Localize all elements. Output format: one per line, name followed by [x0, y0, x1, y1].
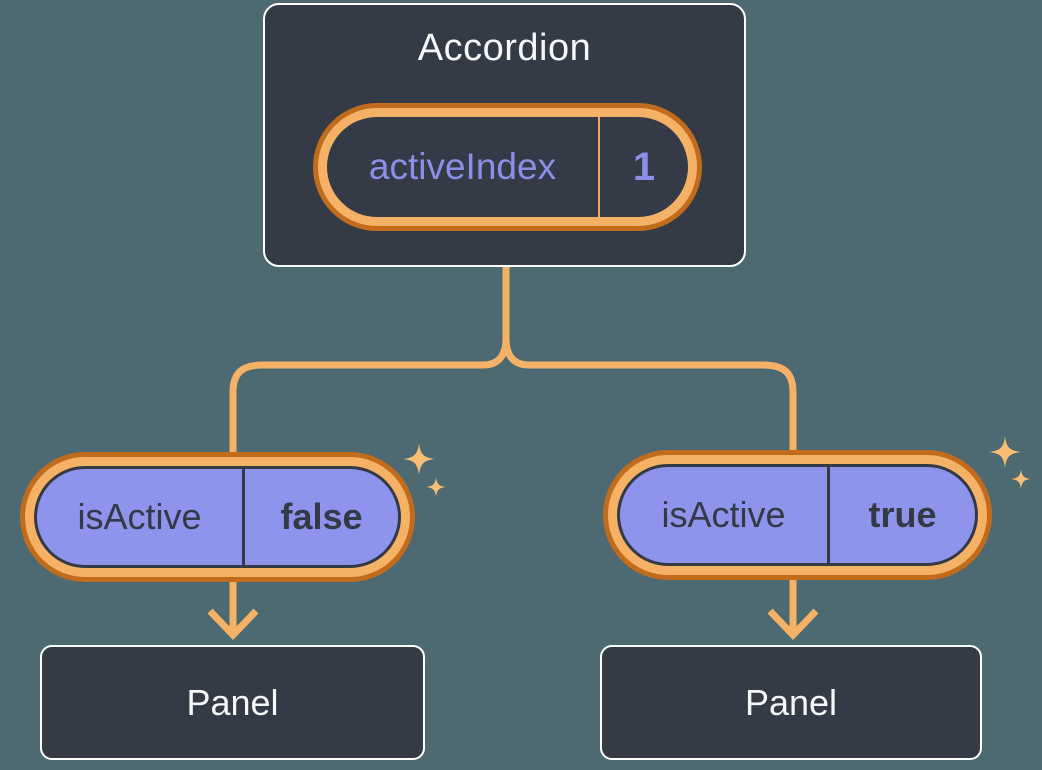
sparkle-icon [403, 443, 435, 475]
panel-node-left: Panel [40, 645, 425, 760]
prop-name: isActive [661, 494, 786, 535]
panel-label: Panel [744, 681, 838, 723]
active-index-state-pill: activeIndex 1 [313, 103, 702, 231]
sparkle-icon [426, 477, 446, 497]
state-prop-name: activeIndex [368, 146, 557, 187]
pill-divider [242, 469, 245, 565]
pill-divider [827, 467, 830, 563]
panel-node-right: Panel [600, 645, 982, 760]
prop-name: isActive [77, 496, 202, 537]
state-prop-value: 1 [632, 144, 656, 189]
connector-right-branch [502, 337, 797, 630]
panel-label: Panel [186, 681, 279, 723]
accordion-title: Accordion [417, 27, 592, 69]
sparkle-icon [989, 436, 1021, 468]
sparkle-icon [1011, 469, 1031, 489]
arrow-down-icon [767, 608, 819, 641]
prop-value: false [280, 496, 363, 537]
prop-value: true [868, 494, 937, 535]
is-active-pill-left: isActive false [20, 452, 415, 582]
connector-left-branch [229, 337, 510, 630]
is-active-pill-right: isActive true [603, 450, 992, 580]
pill-divider [598, 117, 600, 217]
arrow-down-icon [207, 608, 259, 641]
